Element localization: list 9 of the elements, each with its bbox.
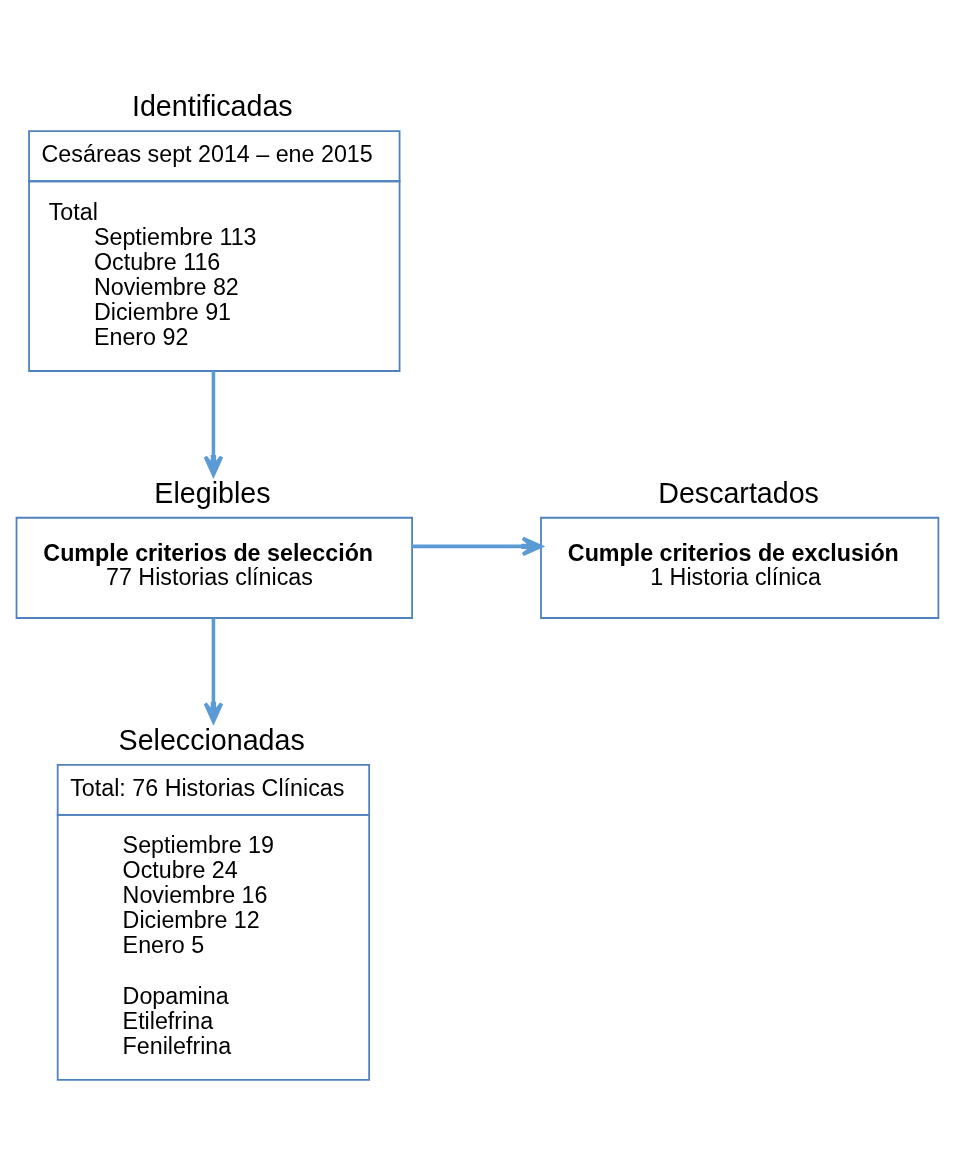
node-label: Elegibles bbox=[154, 476, 271, 509]
arrow bbox=[411, 536, 543, 556]
arrow bbox=[203, 617, 224, 723]
node-label: Descartados bbox=[658, 476, 819, 509]
node-label: Identificadas bbox=[131, 89, 293, 122]
node-box: Cumple criterios de exclusión 1 Historia clínica bbox=[540, 516, 940, 619]
node-box: Cumple criterios de selección 77 Historias clínicas bbox=[15, 516, 413, 619]
node-label: Seleccionadas bbox=[118, 723, 305, 756]
arrow bbox=[203, 370, 224, 476]
